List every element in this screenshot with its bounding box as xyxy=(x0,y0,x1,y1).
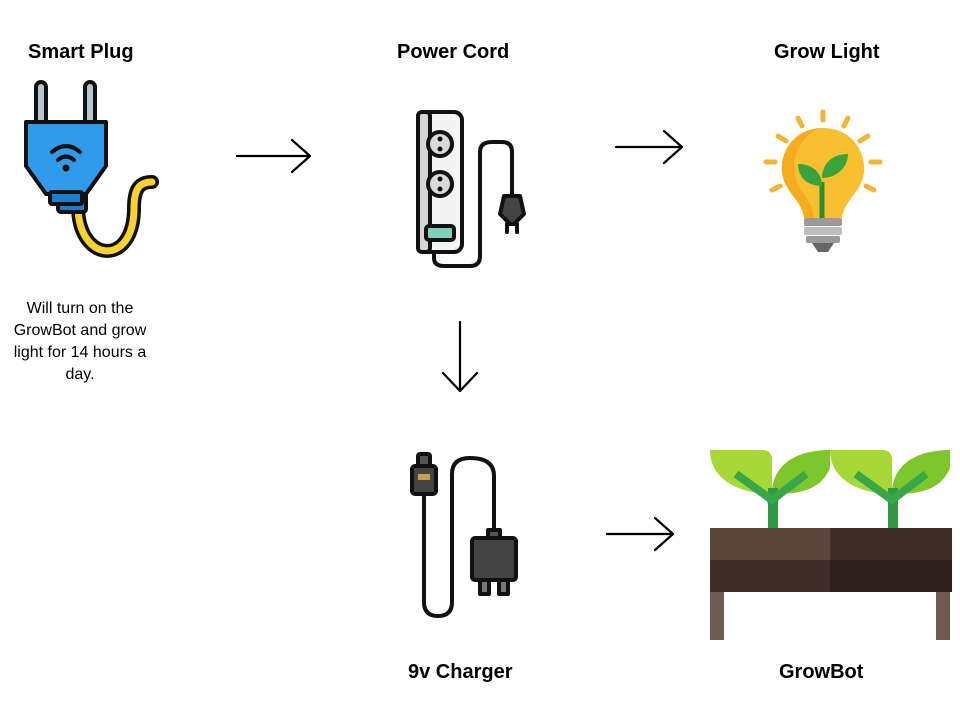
charger-title: 9v Charger xyxy=(408,661,513,683)
light-bulb-sprout-icon xyxy=(763,109,883,252)
smart-plug-icon xyxy=(24,80,159,258)
grow-light-title: Grow Light xyxy=(774,41,880,63)
planter-box-icon xyxy=(710,450,952,640)
smart-plug-title: Smart Plug xyxy=(28,41,134,63)
growbot-title: GrowBot xyxy=(779,661,864,683)
arrow-head xyxy=(290,138,312,174)
power-strip-icon xyxy=(416,110,526,268)
charger-icon xyxy=(410,452,518,618)
power-cord-title: Power Cord xyxy=(397,41,510,63)
smart-plug-description: Will turn on the GrowBot and grow light … xyxy=(13,300,147,383)
